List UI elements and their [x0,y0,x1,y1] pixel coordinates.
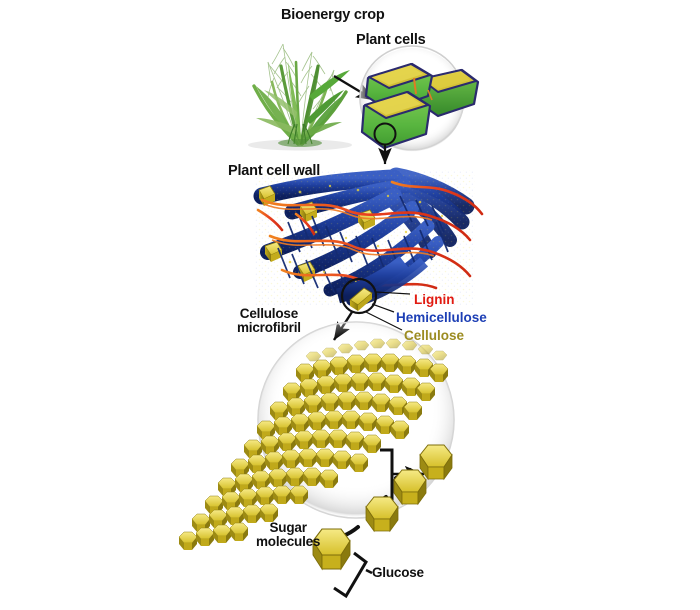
plant-cells-illustration [359,45,480,152]
plant-cell-wall-illustration [253,167,484,306]
label-glucose: Glucose [372,565,424,580]
microfibril-zoom-callout [332,277,411,341]
glucose-unit [365,496,399,533]
legend-label-hemicellulose: Hemicellulose [396,310,487,325]
label-sugar-molecules: Sugar molecules [256,520,321,550]
label-plant-cell-wall: Plant cell wall [228,163,321,179]
microfibril-row [230,448,369,477]
sugar-molecules-illustration [312,444,453,599]
cellulose-microfibril-illustration [178,321,455,550]
microfibril-row [269,391,423,420]
microfibril-row [243,429,382,458]
bioenergy-crop-illustration [248,43,352,151]
cell-wall-zoom-callout [373,122,397,165]
microfibril-row [256,410,410,439]
microfibril-row [295,353,449,382]
legend-label-lignin: Lignin [414,292,455,307]
microfibril-row [204,485,309,514]
legend-label-cellulose: Cellulose [404,328,465,343]
microfibril-row [282,372,436,401]
cellulose-core-tips [258,185,376,282]
label-plant-cells: Plant cells [356,32,426,48]
glucose-unit [393,469,427,506]
glucose-unit [312,528,351,571]
glucose-unit [419,444,453,481]
label-cellulose-microfibril: Cellulose microfibril [237,306,301,336]
microfibril-row [178,522,249,550]
label-bioenergy-crop: Bioenergy crop [281,7,385,23]
